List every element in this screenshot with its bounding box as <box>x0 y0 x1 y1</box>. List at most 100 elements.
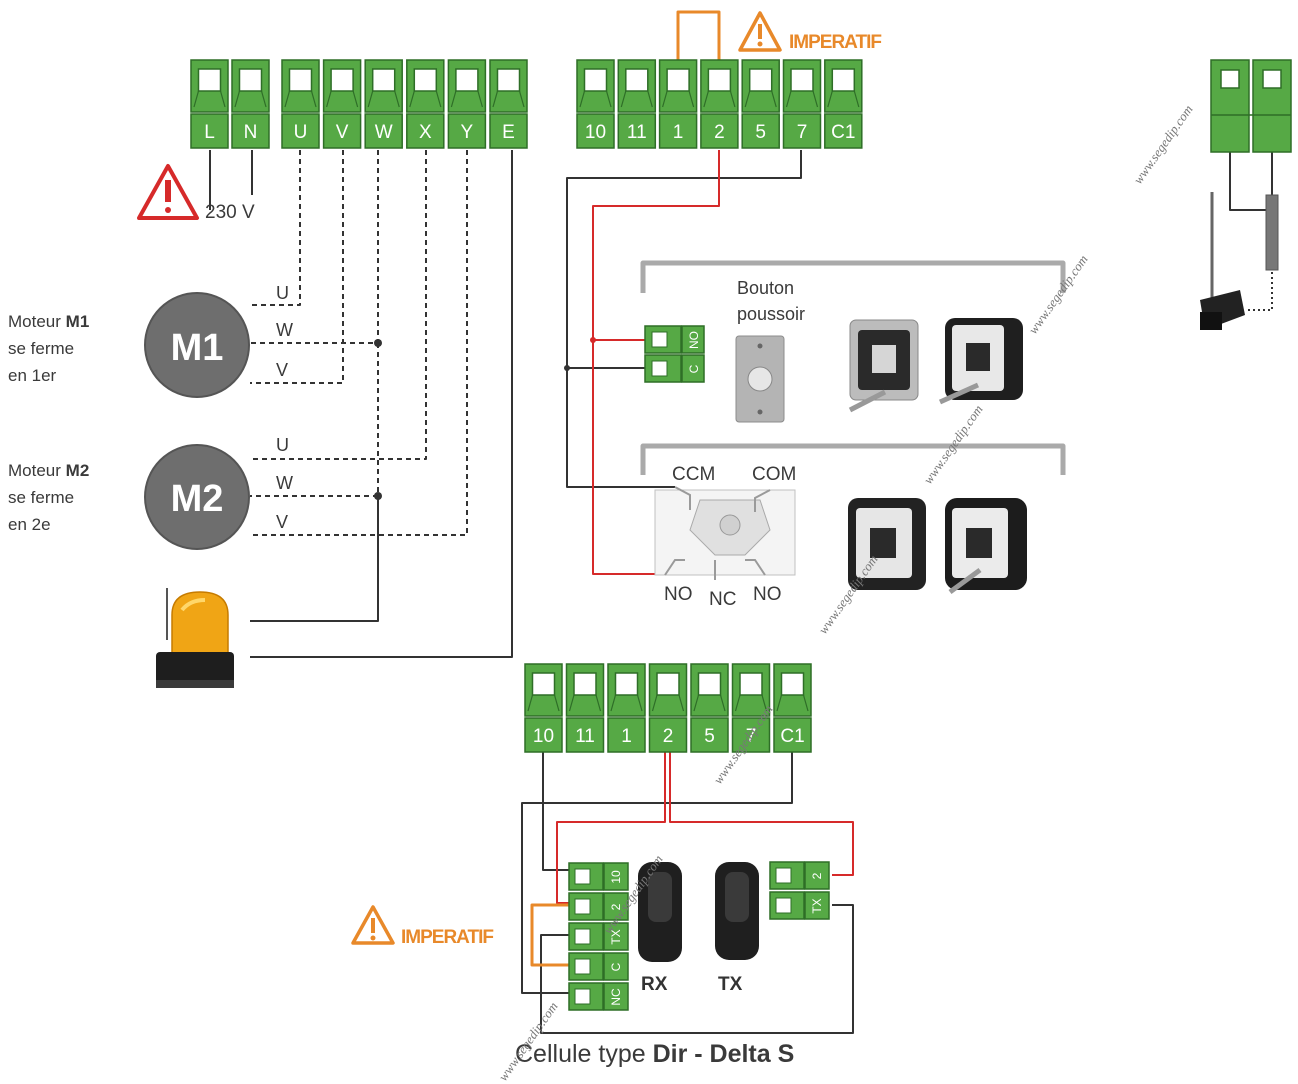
photocell-screw <box>574 958 591 975</box>
tx-label: TX <box>718 974 743 995</box>
terminal-label-bg <box>576 113 615 149</box>
m1-caption-line1: Moteur M1 <box>8 312 89 331</box>
bracket-key-switch <box>640 443 1066 475</box>
terminal-label: C1 <box>780 726 804 747</box>
terminal-bevel <box>785 90 819 108</box>
photocell-label-bg <box>804 861 830 890</box>
lamp-dome <box>171 591 229 661</box>
warning-dot <box>370 935 376 941</box>
pb-screw-c <box>651 360 668 377</box>
antenna-screw-1 <box>1220 69 1240 89</box>
terminal-label-bg <box>658 113 698 149</box>
terminal-label-bg <box>489 113 528 149</box>
m2-caption-line1: Moteur M2 <box>8 461 89 480</box>
terminal-screw <box>197 68 222 92</box>
terminal-label: 11 <box>627 122 647 143</box>
photocell-label-bg <box>804 891 830 920</box>
ks-label-no2: NO <box>753 584 782 605</box>
terminal-bevel <box>662 90 695 108</box>
m1-caption-prefix: Moteur <box>8 312 61 331</box>
warning-photocell-text: IMPERATIF <box>401 927 493 948</box>
terminal-label: 2 <box>663 726 674 747</box>
terminal-screw <box>238 68 263 92</box>
m1-wire-v: V <box>276 360 288 380</box>
warning-bar <box>371 918 375 933</box>
junction-no <box>590 337 596 343</box>
ks-label-ccm: CCM <box>672 464 715 485</box>
terminal-bevel <box>326 90 359 108</box>
terminal-label: L <box>204 122 215 143</box>
terminal-screw <box>666 68 690 92</box>
warning-photocell <box>351 905 395 945</box>
warning-power <box>137 164 199 220</box>
terminal-screw <box>790 68 814 92</box>
m1-caption-line3: en 1er <box>8 366 57 385</box>
warning-top <box>738 11 782 52</box>
terminal-label-bg <box>607 717 646 753</box>
terminal-label: W <box>375 122 393 143</box>
terminal-label-bg <box>565 717 605 753</box>
m2-caption-line3: en 2e <box>8 515 51 534</box>
terminal-label: X <box>419 122 432 143</box>
terminal-label-bg <box>190 113 229 149</box>
ks2-slot <box>966 343 990 371</box>
wire-bot-2b <box>669 752 854 876</box>
terminal-screw <box>496 68 521 92</box>
antenna-mount <box>1200 312 1222 330</box>
watermark-1: www.segedip.com <box>1130 102 1196 187</box>
rx-label: RX <box>641 974 668 995</box>
pb-button <box>747 366 773 392</box>
push-button-icon <box>735 335 785 423</box>
terminal-bevel <box>610 694 643 712</box>
ks1-key <box>848 389 887 413</box>
photocell-terminal-label: TX <box>609 929 623 944</box>
ks-label-nc: NC <box>709 589 736 610</box>
warning-dot <box>165 207 171 213</box>
warning-dot <box>757 41 763 47</box>
motor-m2-caption: Moteur M2 se ferme en 2e <box>8 461 89 534</box>
terminal-label-bg <box>741 113 780 149</box>
pb-screw-no <box>651 331 668 348</box>
ks-contact-right <box>754 489 771 512</box>
photocell-terminal-label: TX <box>810 898 824 913</box>
terminal-screw <box>707 68 732 92</box>
antenna-icon <box>1200 192 1279 330</box>
antenna-screw-2 <box>1262 69 1282 89</box>
warning-bar <box>165 180 171 202</box>
m2-wire-w: W <box>276 473 293 493</box>
motor-m1-icon <box>144 292 250 398</box>
antenna-terminal-block <box>1210 59 1292 153</box>
pb-screw-bottom <box>757 409 763 415</box>
terminal-bevel <box>193 90 226 108</box>
jumper-photocell <box>530 903 569 967</box>
antenna-terminal-2 <box>1252 59 1292 153</box>
terminal-label: 11 <box>575 726 595 747</box>
terminal-screw <box>697 672 722 696</box>
wire-lamp-e <box>250 150 513 658</box>
terminal-label-bg <box>648 717 688 753</box>
terminal-label: E <box>502 122 515 143</box>
ks-contact-no2 <box>745 559 766 576</box>
ks1-slot <box>872 345 896 373</box>
key-switch-contacts: CCM COM NO NC NO <box>654 464 796 610</box>
terminal-label-bg <box>690 717 729 753</box>
ks-contact-no1 <box>664 559 685 576</box>
terminal-screw <box>288 68 313 92</box>
terminal-bevel <box>409 90 442 108</box>
terminal-label-bg <box>524 717 563 753</box>
pb-label-c-bg <box>681 354 705 383</box>
lamp-base-shade <box>156 680 234 688</box>
terminal-label-bg <box>773 717 812 753</box>
photocell-terminal-label: 10 <box>609 870 623 884</box>
photocell-screw <box>775 867 792 884</box>
m2-wire-u: U <box>276 435 289 455</box>
terminal-bevel <box>579 90 612 108</box>
terminal-label: N <box>244 122 258 143</box>
photocell-terminal-label: C <box>609 962 623 971</box>
photocell-terminal-label: NC <box>609 988 623 1006</box>
m1-wire-u: U <box>276 283 289 303</box>
terminal-label: 1 <box>621 726 632 747</box>
wire-bot-c1 <box>521 752 793 994</box>
